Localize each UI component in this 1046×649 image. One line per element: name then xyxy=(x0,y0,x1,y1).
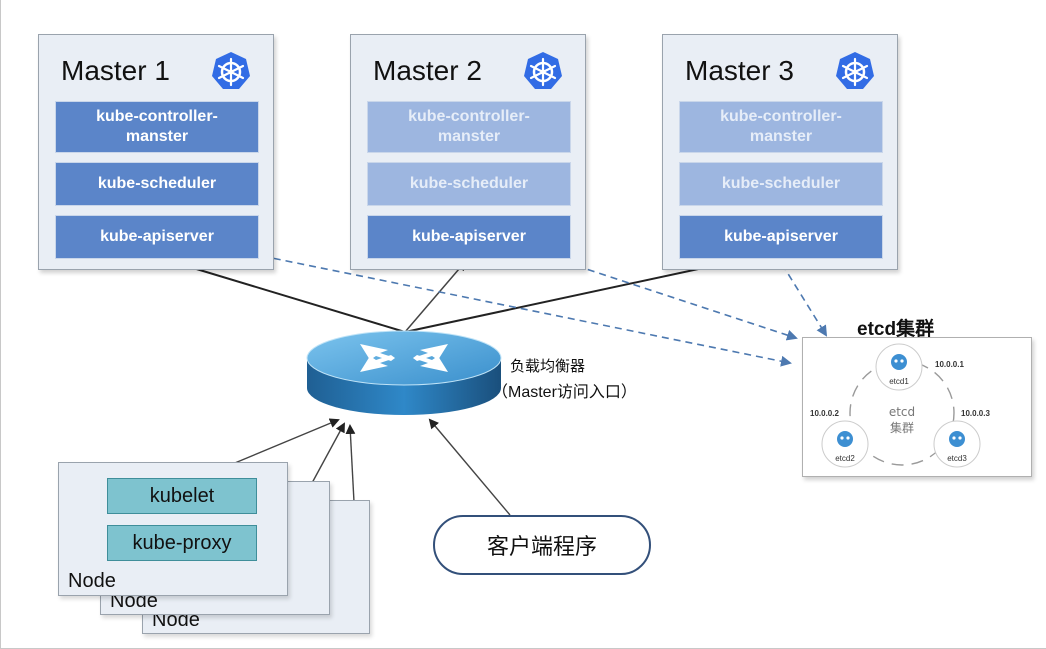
master-2-scheduler: kube-scheduler xyxy=(367,162,571,206)
dashed-master1-to-etcd xyxy=(261,255,792,367)
etcd-icon xyxy=(837,431,853,447)
arrow-client-to-lb xyxy=(428,418,511,516)
master-1-title: Master 1 xyxy=(61,55,170,86)
master-2-title: Master 2 xyxy=(373,55,482,86)
node-1-label: Node xyxy=(68,570,116,592)
etcd-cluster-title: etcd集群 xyxy=(857,319,935,340)
load-balancer-label: 负载均衡器 xyxy=(510,358,586,375)
etcd3-ip: 10.0.0.3 xyxy=(961,409,990,418)
etcd3-node xyxy=(933,420,981,468)
kubernetes-logo-icon xyxy=(836,52,874,89)
arrow-lb-to-master1 xyxy=(158,255,406,333)
etcd2-label: etcd2 xyxy=(835,454,855,463)
etcd1-node xyxy=(875,343,923,391)
master-1-box: Master 1 kube-controller- manster kube-s… xyxy=(38,34,274,270)
dashed-master3-to-etcd xyxy=(781,263,828,337)
master-2-box: Master 2 kube-controller- manster kube-s… xyxy=(350,34,586,270)
master-1-controller-manager: kube-controller- manster xyxy=(55,101,259,153)
master-1-apiserver: kube-apiserver xyxy=(55,215,259,259)
master-1-scheduler: kube-scheduler xyxy=(55,162,259,206)
master-3-scheduler: kube-scheduler xyxy=(679,162,883,206)
etcd-icon xyxy=(891,354,907,370)
master-3-title: Master 3 xyxy=(685,55,794,86)
node-box-1: kubelet kube-proxy Node xyxy=(58,462,288,596)
arrow-lb-to-master2 xyxy=(404,260,467,333)
arrow-node1-to-lb xyxy=(229,418,340,466)
master-2-controller-manager: kube-controller- manster xyxy=(367,101,571,153)
arrow-lb-to-master3 xyxy=(404,255,747,333)
master-3-apiserver: kube-apiserver xyxy=(679,215,883,259)
arrow-node2-to-lb xyxy=(311,422,345,484)
client-program: 客户端程序 xyxy=(433,515,651,575)
etcd2-node xyxy=(821,420,869,468)
dashed-master2-to-etcd xyxy=(564,261,798,341)
arrow-node3-to-lb xyxy=(345,424,356,503)
etcd2-ip: 10.0.0.2 xyxy=(810,409,839,418)
master-3-controller-manager: kube-controller- manster xyxy=(679,101,883,153)
kubernetes-logo-icon xyxy=(524,52,562,89)
kube-proxy-component: kube-proxy xyxy=(107,525,257,561)
master-2-apiserver: kube-apiserver xyxy=(367,215,571,259)
kubernetes-logo-icon xyxy=(212,52,250,89)
etcd3-label: etcd3 xyxy=(947,454,967,463)
load-balancer-sublabel: （Master访问入口） xyxy=(492,384,637,401)
etcd-icon xyxy=(949,431,965,447)
kubelet-component: kubelet xyxy=(107,478,257,514)
etcd-center-label-2: 集群 xyxy=(890,420,914,435)
etcd-center-label-1: etcd xyxy=(889,405,915,419)
etcd1-label: etcd1 xyxy=(889,377,909,386)
etcd1-ip: 10.0.0.1 xyxy=(935,360,964,369)
master-3-box: Master 3 kube-controller- manster kube-s… xyxy=(662,34,898,270)
